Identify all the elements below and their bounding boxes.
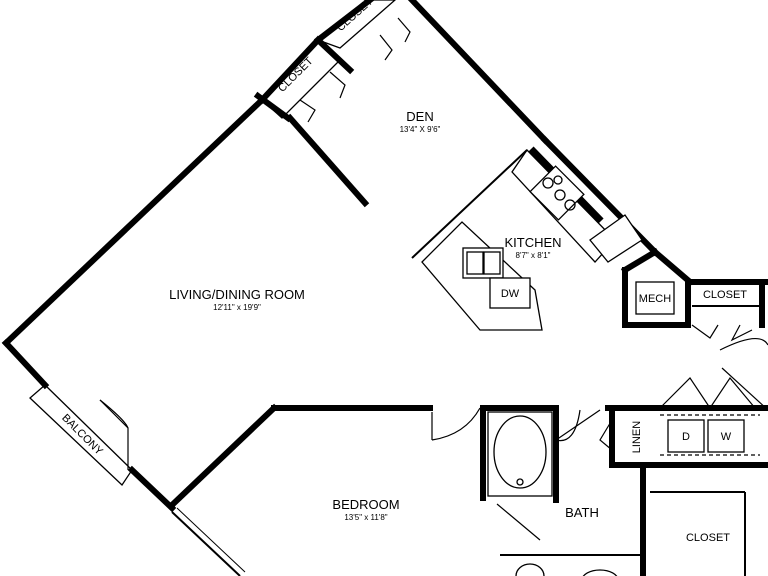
mech-east-wall	[650, 247, 695, 287]
laundry-door-2	[709, 376, 756, 409]
den-closets: CLOSET CLOSET	[261, 0, 411, 123]
burner-4	[553, 175, 563, 185]
living-dining-dims: 12'11" x 19'9"	[213, 303, 261, 312]
living-southwest-wall	[1, 338, 50, 390]
refrigerator	[589, 214, 643, 263]
kitchen-label: KITCHEN	[504, 235, 561, 250]
bath-door-arc	[555, 409, 581, 442]
entry-door-arc	[719, 338, 768, 351]
washer-label: W	[721, 431, 732, 443]
washer	[707, 419, 745, 453]
sink-basin-2	[483, 251, 501, 275]
linen-label: LINEN	[631, 421, 643, 453]
right-closet-label: CLOSET	[703, 289, 747, 301]
den-lower-closet	[261, 39, 341, 119]
bath	[487, 409, 640, 576]
bathtub	[487, 411, 553, 497]
bedroom-label: BEDROOM	[332, 497, 399, 512]
entry-door-panel	[721, 367, 768, 411]
burner-1	[542, 177, 554, 189]
entry-door	[719, 338, 768, 411]
balcony-label: BALCONY	[59, 412, 105, 458]
burner-2	[554, 189, 566, 201]
vanity-sink	[582, 569, 618, 576]
laundry-door-1	[659, 377, 711, 409]
living-dining-label: LIVING/DINING ROOM	[169, 287, 305, 302]
den-label: DEN	[406, 109, 433, 124]
dishwasher	[489, 277, 531, 309]
linen-door	[599, 419, 613, 451]
right-closet-door-2	[730, 324, 753, 342]
bath-label: BATH	[565, 505, 599, 520]
den-upper-closet-label: CLOSET	[335, 0, 376, 34]
kitchen: DW	[411, 148, 643, 331]
bedroom-west-diagonal	[167, 403, 279, 510]
den-east-wall	[407, 0, 550, 145]
burner-3	[564, 199, 576, 211]
bathtub-basin	[493, 415, 547, 489]
dryer-label: D	[682, 431, 690, 443]
kitchen-partition	[411, 149, 528, 259]
walk-in-closet: CLOSET	[650, 491, 746, 576]
balcony-east-wall	[127, 465, 177, 513]
mech-north-wall	[620, 247, 660, 275]
toilet	[515, 563, 545, 576]
den-closet-door-1	[329, 71, 346, 99]
den-closet-door-3	[379, 34, 393, 61]
den-dims: 13'4" X 9'6"	[400, 125, 441, 134]
mech-area: MECH CLOSET	[635, 281, 762, 342]
walk-in-closet-label: CLOSET	[686, 532, 730, 544]
sink-basin-1	[466, 251, 484, 275]
den-closet-door-2	[299, 99, 316, 123]
bedroom-door	[431, 407, 481, 441]
bath-lower-door	[496, 503, 541, 541]
mech-unit	[635, 281, 675, 315]
bedroom-window	[171, 507, 246, 576]
mech-label: MECH	[639, 293, 671, 305]
balcony-door-arc	[99, 399, 129, 429]
laundry: LINEN D W	[599, 376, 760, 456]
balcony: BALCONY	[29, 384, 133, 487]
bath-door-panel	[555, 409, 601, 441]
right-closet-door-1	[691, 324, 719, 339]
kitchen-dims: 8'7" x 8'1"	[516, 251, 551, 260]
bedroom-dims: 13'5" x 11'8"	[344, 513, 387, 522]
living-northwest-wall	[1, 95, 267, 348]
bedroom-door-arc	[431, 407, 481, 441]
dishwasher-label: DW	[501, 288, 520, 300]
balcony-railing	[29, 384, 133, 487]
den-closet-door-4	[397, 17, 411, 43]
bathtub-drain	[516, 478, 524, 486]
balcony-door	[99, 399, 129, 470]
den-upper-closet	[316, 0, 396, 49]
den-living-partition	[285, 113, 370, 208]
dryer	[667, 419, 705, 453]
